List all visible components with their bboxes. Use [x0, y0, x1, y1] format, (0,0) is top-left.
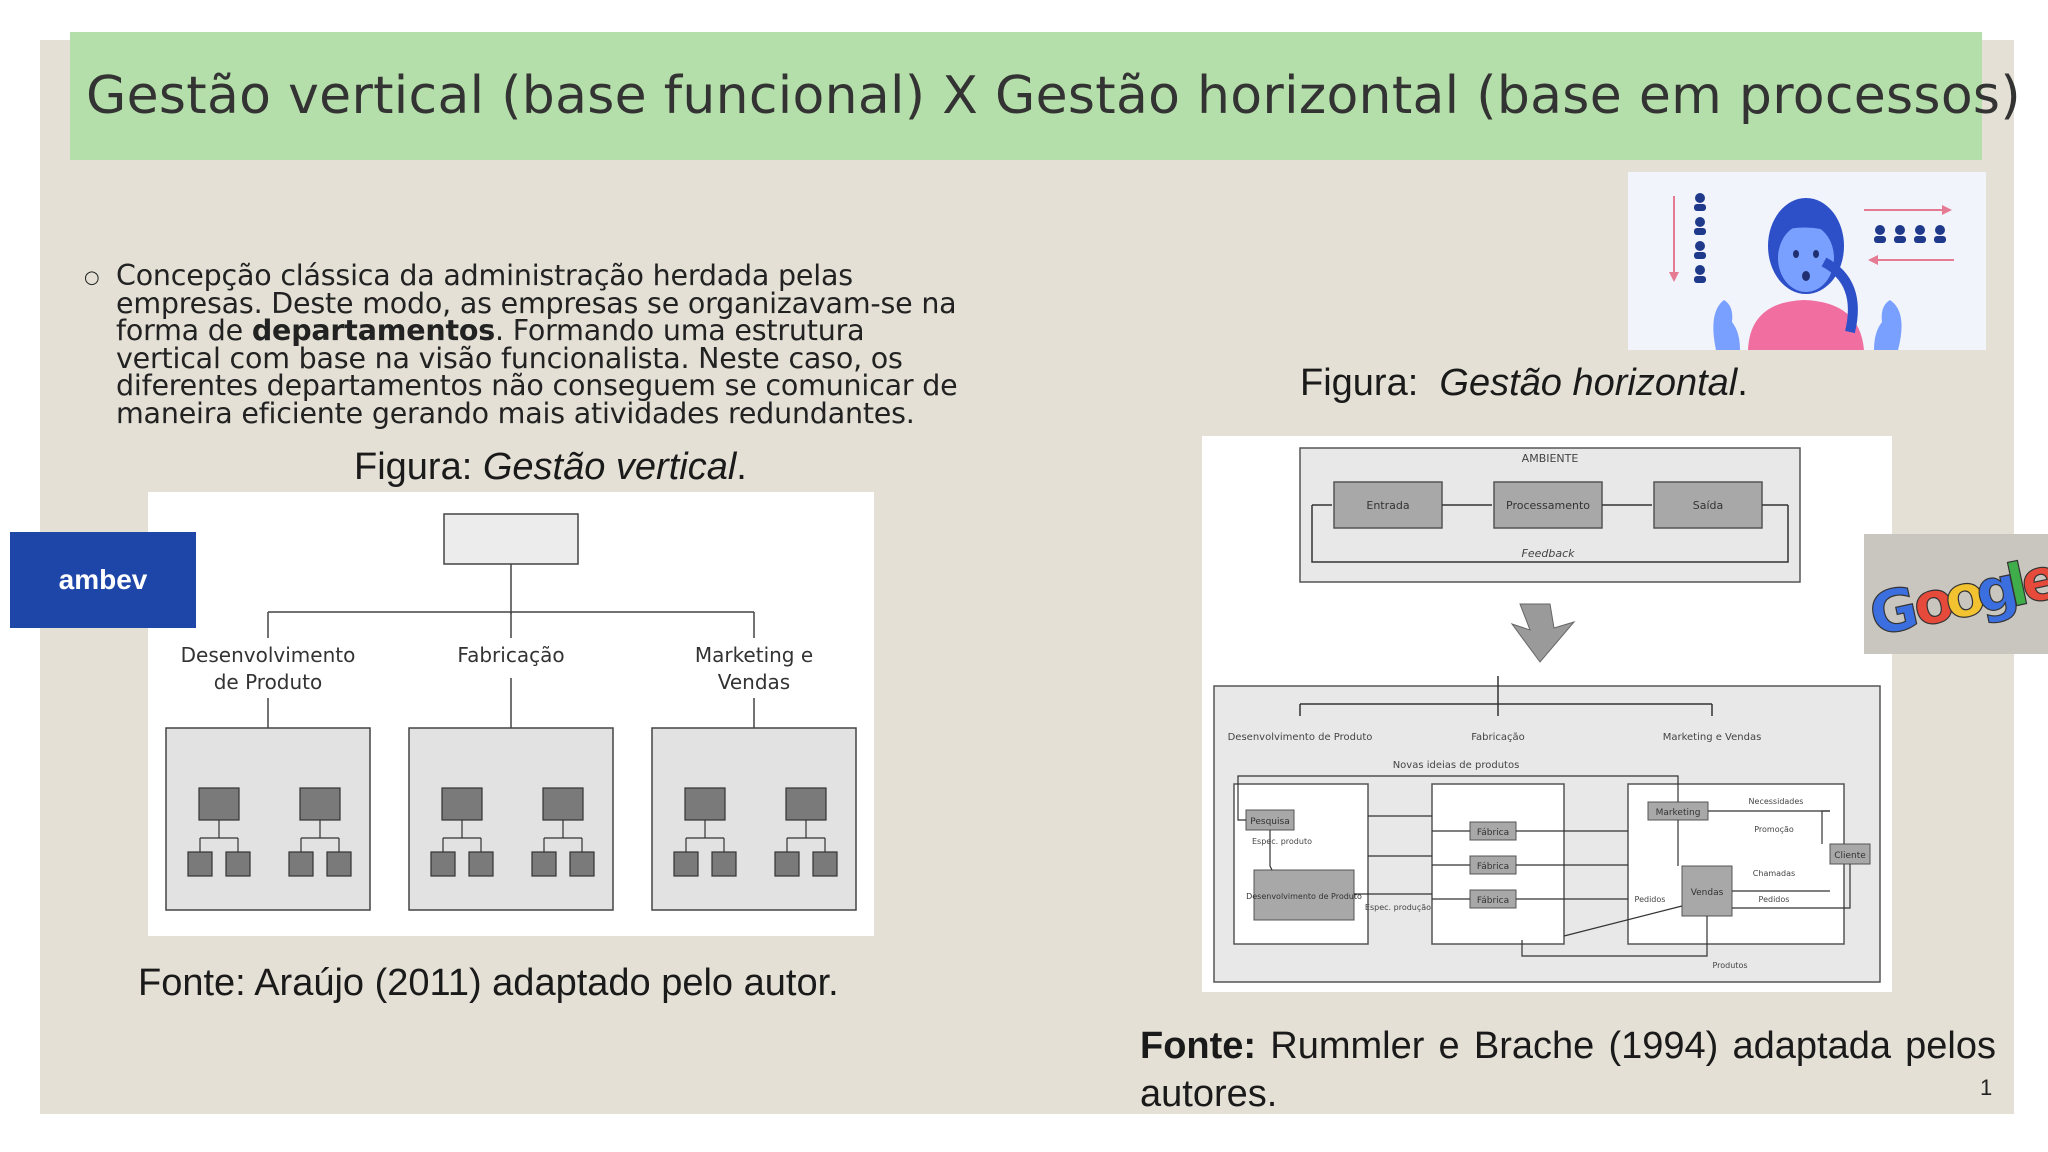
bullet-circle-icon: ○ — [84, 267, 100, 288]
flow-entrada: Entrada — [1366, 499, 1409, 512]
google-logo: G o o g l e — [1864, 534, 2048, 654]
dept-h-1: Desenvolvimento de Produto — [1228, 732, 1373, 743]
caption-vertical-suffix: . — [736, 446, 747, 488]
label-necessidades: Necessidades — [1749, 797, 1804, 806]
figure-horizontal-process-diagram: AMBIENTE Entrada Processamento Saída Fee… — [1202, 436, 1892, 992]
dept-label-1-line2: de Produto — [214, 670, 323, 694]
dept-label-3-line2: Vendas — [718, 670, 790, 694]
title-bar: Gestão vertical (base funcional) X Gestã… — [70, 32, 2021, 160]
caption-vertical-prefix: Figura: — [354, 446, 483, 488]
source-horizontal: Fonte: Rummler e Brache (1994) adaptada … — [1140, 1022, 1996, 1118]
label-produtos: Produtos — [1712, 961, 1747, 970]
label-promocao: Promoção — [1754, 825, 1794, 834]
caption-horizontal-suffix: . — [1737, 362, 1748, 404]
box-desenvolvimento: Desenvolvimento de Produto — [1246, 892, 1362, 901]
box-fabrica-2: Fábrica — [1477, 862, 1509, 872]
source-vertical: Fonte: Araújo (2011) adaptado pelo autor… — [138, 962, 839, 1004]
bullet-text-bold: departamentos — [251, 314, 496, 347]
box-cliente: Cliente — [1834, 851, 1866, 861]
caption-horizontal-italic: Gestão horizontal — [1439, 362, 1738, 404]
caption-horizontal-prefix: Figura: — [1300, 362, 1440, 404]
flow-saida: Saída — [1693, 499, 1724, 512]
bullet-text: Concepção clássica da administração herd… — [84, 259, 964, 430]
box-vendas: Vendas — [1691, 888, 1724, 898]
box-pesquisa: Pesquisa — [1250, 817, 1289, 827]
environment-label: AMBIENTE — [1522, 452, 1579, 465]
label-pedidos: Pedidos — [1759, 895, 1790, 904]
dept-h-2: Fabricação — [1471, 732, 1525, 743]
bullet-text-part1: Concepção clássica da administração herd… — [116, 259, 957, 347]
caption-horizontal: Figura: Gestão horizontal. — [1300, 362, 1748, 405]
caption-vertical: Figura: Gestão vertical. — [354, 446, 747, 489]
dept-h-3: Marketing e Vendas — [1663, 732, 1762, 743]
illustration-svg — [1669, 193, 1954, 350]
bullet-paragraph: ○ Concepção clássica da administração he… — [84, 259, 964, 430]
google-logo-svg: G o o g l e — [1864, 534, 2048, 654]
horizontal-management-illustration — [1628, 172, 1986, 350]
box-fabrica-3: Fábrica — [1477, 896, 1509, 906]
caption-vertical-italic: Gestão vertical — [482, 446, 737, 488]
ambev-logo-text: ambev — [58, 564, 148, 595]
label-pedidos-2: Pedidos — [1635, 895, 1666, 904]
new-products-label: Novas ideias de produtos — [1393, 760, 1520, 771]
dept-label-2-line1: Fabricação — [457, 643, 564, 667]
label-espec-producao: Espec. produção — [1365, 903, 1431, 912]
label-chamadas: Chamadas — [1753, 869, 1795, 878]
bullet-text-part2: . Formando uma estrutura vertical com ba… — [116, 314, 958, 430]
org-chart-svg: Desenvolvimento de Produto Fabricação Ma… — [165, 513, 857, 911]
source-horizontal-bold: Fonte: — [1140, 1025, 1257, 1067]
dept-label-3-line1: Marketing e — [695, 643, 813, 667]
flow-processamento: Processamento — [1506, 499, 1590, 512]
source-horizontal-rest: Rummler e Brache (1994) adaptada pelos a… — [1140, 1025, 1996, 1115]
dept-label-1-line1: Desenvolvimento — [181, 643, 356, 667]
box-marketing: Marketing — [1656, 808, 1701, 818]
figure-vertical-org-chart: Desenvolvimento de Produto Fabricação Ma… — [148, 492, 874, 936]
feedback-label: Feedback — [1522, 547, 1576, 560]
process-diagram-svg: AMBIENTE Entrada Processamento Saída Fee… — [1213, 447, 1881, 983]
ambev-logo: ambev — [10, 532, 196, 628]
label-espec-produto: Espec. produto — [1252, 837, 1312, 846]
box-fabrica-1: Fábrica — [1477, 828, 1509, 838]
page-number: 1 — [1980, 1075, 1993, 1100]
slide-title: Gestão vertical (base funcional) X Gestã… — [86, 66, 2021, 126]
